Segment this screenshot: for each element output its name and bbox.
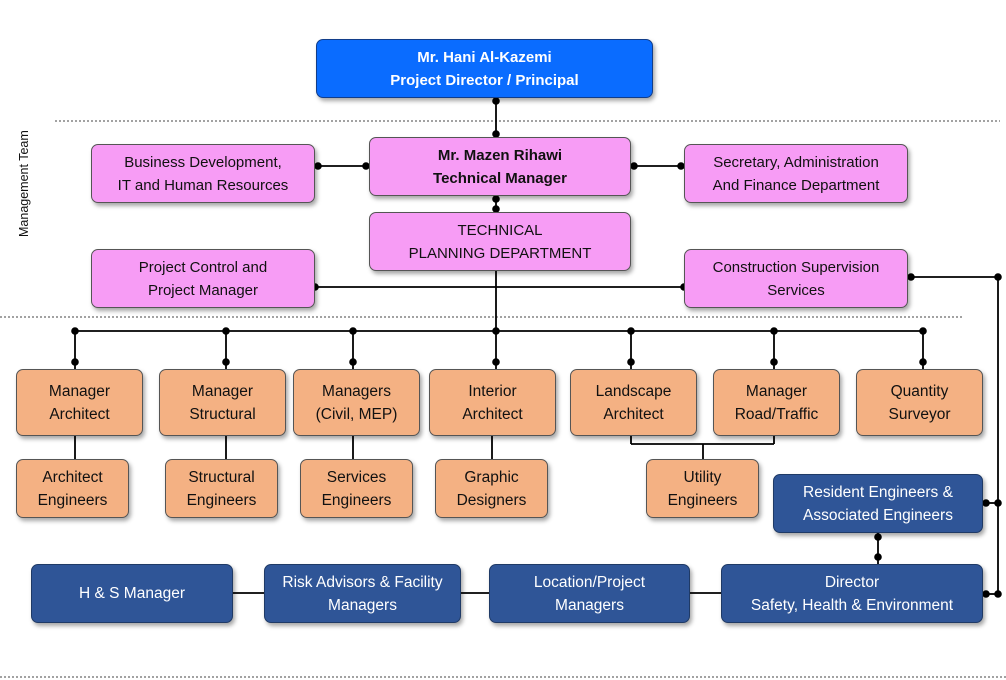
box-text-line: Quantity	[890, 382, 949, 400]
box-text-line: Business Development,	[124, 153, 282, 171]
box-text-line: Structural	[188, 468, 255, 486]
box-text-line: Engineers	[321, 491, 392, 509]
box-text-line: TECHNICAL	[457, 221, 543, 239]
box-text-line: Project Control and	[138, 258, 268, 276]
box-text-line: Utility	[683, 468, 722, 486]
box-text-line: Designers	[456, 491, 527, 509]
box-text-line: Engineers	[186, 491, 257, 509]
box-text-line: Safety, Health & Environment	[750, 596, 954, 614]
box-text-line: Project Director / Principal	[390, 71, 579, 89]
box-text-line: IT and Human Resources	[117, 176, 289, 194]
technical-planning-box: TECHNICAL PLANNING DEPARTMENT	[369, 212, 631, 271]
box-text-line: Project Manager	[147, 281, 259, 299]
hs-manager-box: H & S Manager	[31, 564, 233, 623]
box-text-line: Engineers	[667, 491, 738, 509]
box-text-line: H & S Manager	[79, 585, 185, 602]
box-text-line: Risk Advisors & Facility	[282, 573, 443, 591]
box-text-line: Services	[326, 468, 387, 486]
business-development-box: Business Development, IT and Human Resour…	[91, 144, 315, 203]
box-text-line: Resident Engineers &	[803, 483, 953, 501]
box-text-line: Managers	[328, 596, 397, 614]
management-team-label: Management Team	[17, 130, 31, 237]
box-text-line: And Finance Department	[712, 176, 880, 194]
box-text-line: Manager	[191, 382, 254, 400]
box-text-line: Structural	[189, 405, 256, 423]
box-text-line: Graphic	[464, 468, 519, 486]
box-text-line: Architect	[49, 405, 110, 423]
box-text-line: Services	[767, 281, 825, 299]
box-text-line: Surveyor	[888, 405, 951, 423]
box-text-line: Architect	[462, 405, 523, 423]
box-text-line: PLANNING DEPARTMENT	[408, 244, 592, 262]
box-text-line: Construction Supervision	[712, 258, 880, 276]
box-text-line: Secretary, Administration	[713, 153, 879, 171]
box-text-line: Mr. Hani Al-Kazemi	[417, 48, 552, 66]
managers-civil-mep-box: Managers (Civil, MEP)	[293, 369, 420, 436]
box-text-line: Director	[824, 573, 880, 591]
box-text-line: Technical Manager	[433, 169, 567, 187]
box-text-line: Manager	[48, 382, 111, 400]
box-text-line: Managers	[322, 382, 391, 400]
box-text-line: Architect	[42, 468, 103, 486]
resident-engineers-box: Resident Engineers & Associated Engineers	[773, 474, 983, 533]
box-text-line: Architect	[603, 405, 664, 423]
box-text-line: (Civil, MEP)	[315, 405, 398, 423]
box-text-line: Managers	[555, 596, 624, 614]
box-text-line: Manager	[745, 382, 808, 400]
box-text-line: Location/Project	[533, 573, 646, 591]
box-text-line: Engineers	[37, 491, 108, 509]
box-text-line: Associated Engineers	[803, 506, 953, 524]
box-text-line: Interior	[468, 382, 517, 400]
box-text-line: Mr. Mazen Rihawi	[437, 146, 563, 164]
box-text-line: Road/Traffic	[734, 405, 819, 423]
box-text-line: Landscape	[595, 382, 672, 400]
